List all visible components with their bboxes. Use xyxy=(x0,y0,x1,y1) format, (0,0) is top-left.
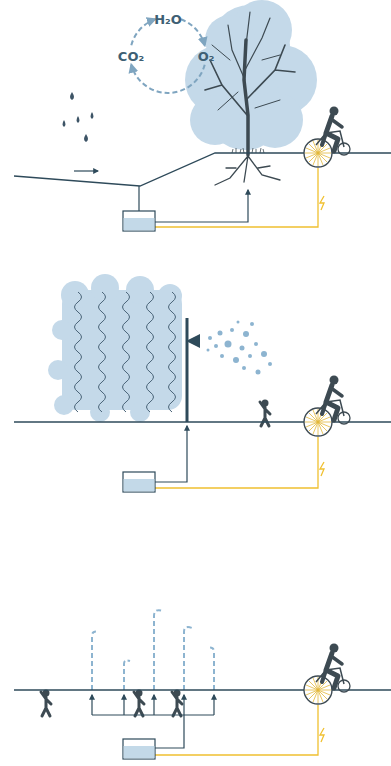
mist-nozzle xyxy=(186,334,200,348)
mist-spray xyxy=(207,321,273,375)
power-wire xyxy=(155,168,318,227)
vine-stroke xyxy=(169,292,176,412)
cyclist xyxy=(316,644,350,693)
hedge-vines xyxy=(75,292,176,412)
fountain-jets xyxy=(92,610,214,690)
water-pipe xyxy=(155,426,187,482)
water-tank xyxy=(123,472,155,492)
chemical-label: O₂ xyxy=(198,50,215,63)
running-person xyxy=(41,690,51,717)
vine-stroke xyxy=(147,292,154,412)
ground-line xyxy=(14,153,391,186)
child-figure xyxy=(134,690,144,717)
grass xyxy=(232,148,264,153)
hedge xyxy=(48,274,182,422)
child-figure xyxy=(172,690,182,717)
power-symbol xyxy=(320,728,324,742)
cyclist xyxy=(316,107,350,156)
water-pipe xyxy=(155,190,248,222)
tree-branches xyxy=(205,12,295,185)
mist-post xyxy=(186,318,189,422)
tree-crown xyxy=(185,0,317,150)
cyclist xyxy=(316,376,350,425)
vine-stroke xyxy=(123,292,130,412)
rain-drops xyxy=(63,92,94,142)
water-tank xyxy=(123,739,155,759)
power-wire xyxy=(155,705,318,755)
vine-stroke xyxy=(75,292,82,412)
power-symbol xyxy=(320,462,324,476)
power-wire xyxy=(155,437,318,488)
runoff-arrow xyxy=(74,170,98,171)
water-tank xyxy=(123,211,155,231)
drain-pipe xyxy=(138,186,139,211)
power-symbol xyxy=(320,196,324,210)
vine-stroke xyxy=(99,292,106,412)
chemical-label: H₂O xyxy=(154,13,182,26)
chemical-label: CO₂ xyxy=(118,50,144,63)
